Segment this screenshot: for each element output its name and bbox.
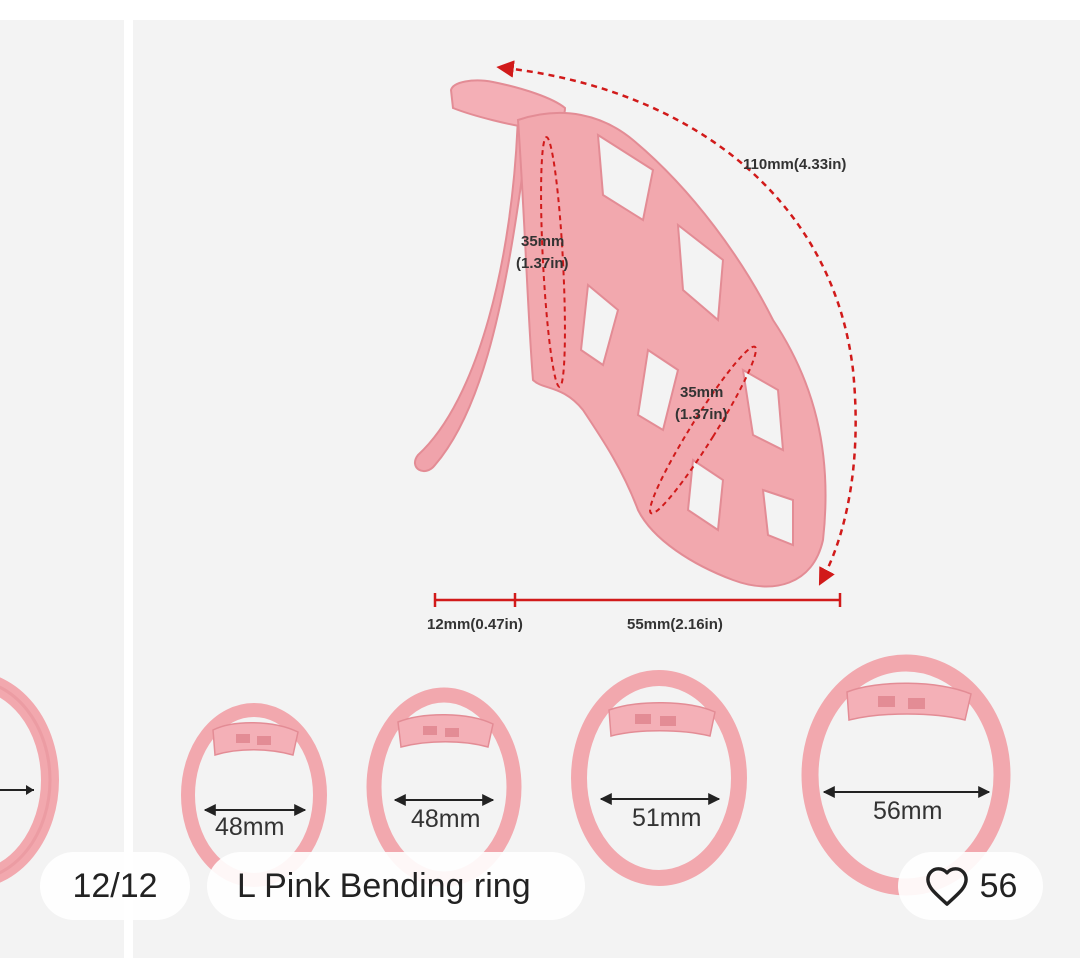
ring-51mm: 51mm [571, 670, 747, 886]
page-counter: 12/12 [40, 852, 190, 920]
base-diameter-label: 35mm [521, 233, 564, 250]
previous-slide-ring-image [0, 677, 59, 883]
ring-size-label: 56mm [873, 797, 942, 825]
ring-size-label: 48mm [411, 805, 480, 833]
base-diameter-inch-label: (1.37in) [516, 255, 569, 272]
ring-size-label: 48mm [215, 813, 284, 841]
gap-dimension-label: 12mm(0.47in) [427, 616, 523, 633]
like-button[interactable]: 56 [898, 852, 1043, 920]
ring-size-label: 51mm [632, 804, 701, 832]
tip-diameter-inch-label: (1.37in) [675, 406, 728, 423]
image-caption[interactable]: L Pink Bending ring [207, 852, 585, 920]
image-caption-text: L Pink Bending ring [237, 866, 531, 905]
width-dimension-label: 55mm(2.16in) [627, 616, 723, 633]
product-image-slide[interactable]: 110mm(4.33in) 35mm (1.37in) 35mm (1.37in… [133, 20, 1080, 958]
length-dimension-label: 110mm(4.33in) [743, 156, 846, 173]
heart-outline-icon [925, 867, 968, 906]
page-counter-text: 12/12 [72, 866, 158, 905]
tip-diameter-label: 35mm [680, 384, 723, 401]
dimension-annotations: 110mm(4.33in) 35mm (1.37in) 35mm (1.37in… [427, 60, 857, 633]
previous-slide-peek[interactable] [0, 20, 124, 958]
product-dimension-image: 110mm(4.33in) 35mm (1.37in) 35mm (1.37in… [181, 60, 1011, 896]
like-count: 56 [979, 866, 1018, 905]
